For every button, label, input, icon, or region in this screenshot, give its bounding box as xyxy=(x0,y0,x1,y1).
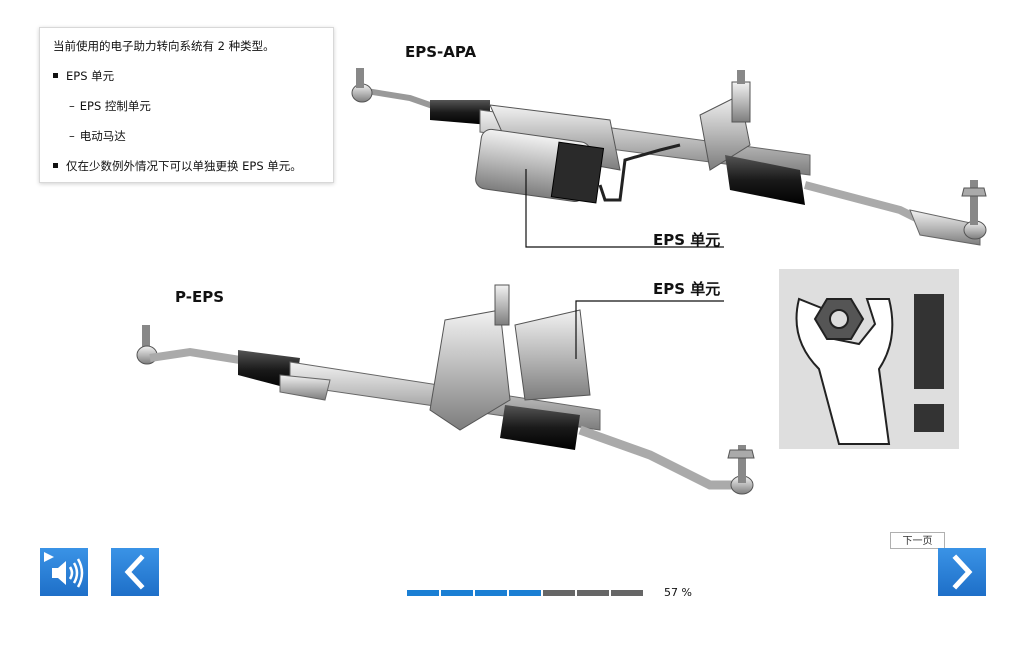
progress-segment xyxy=(577,590,609,596)
progress-segment xyxy=(611,590,643,596)
audio-button[interactable] xyxy=(40,548,88,596)
p-eps-rack-image xyxy=(136,284,755,495)
info-box: 当前使用的电子助力转向系统有 2 种类型。 EPS 单元 –EPS 控制单元 –… xyxy=(39,27,334,183)
bullet-item-replace: 仅在少数例外情况下可以单独更换 EPS 单元。 xyxy=(53,158,302,174)
p-eps-callout-label: EPS 单元 xyxy=(653,280,721,298)
back-button[interactable] xyxy=(111,548,159,596)
p-eps-title: P-EPS xyxy=(175,288,224,306)
next-page-tooltip: 下一页 xyxy=(890,532,945,549)
progress-segment xyxy=(475,590,507,596)
sub-item-control-unit: –EPS 控制单元 xyxy=(69,99,151,113)
eps-apa-callout-label: EPS 单元 xyxy=(653,231,721,249)
eps-apa-rack-image xyxy=(351,68,987,246)
bullet-icon xyxy=(53,163,58,168)
wrench-warning-icon xyxy=(795,294,944,445)
chevron-left-icon xyxy=(124,554,145,590)
eps-apa-title: EPS-APA xyxy=(405,43,477,61)
bullet-icon xyxy=(53,73,58,78)
progress-segment xyxy=(509,590,541,596)
progress-segment xyxy=(543,590,575,596)
intro-text: 当前使用的电子助力转向系统有 2 种类型。 xyxy=(53,39,275,53)
p-eps-callout-line xyxy=(575,300,724,359)
warning-panel xyxy=(779,269,959,449)
next-button[interactable] xyxy=(938,548,986,596)
chevron-right-icon xyxy=(952,554,973,590)
progress-segment xyxy=(407,590,439,596)
sub-item-motor: –电动马达 xyxy=(69,129,126,143)
eps-apa-callout-line xyxy=(525,169,724,248)
bullet-item-eps-unit: EPS 单元 xyxy=(53,68,114,84)
speaker-icon xyxy=(44,552,84,588)
progress-percent: 57 % xyxy=(664,586,692,599)
progress-segment xyxy=(441,590,473,596)
